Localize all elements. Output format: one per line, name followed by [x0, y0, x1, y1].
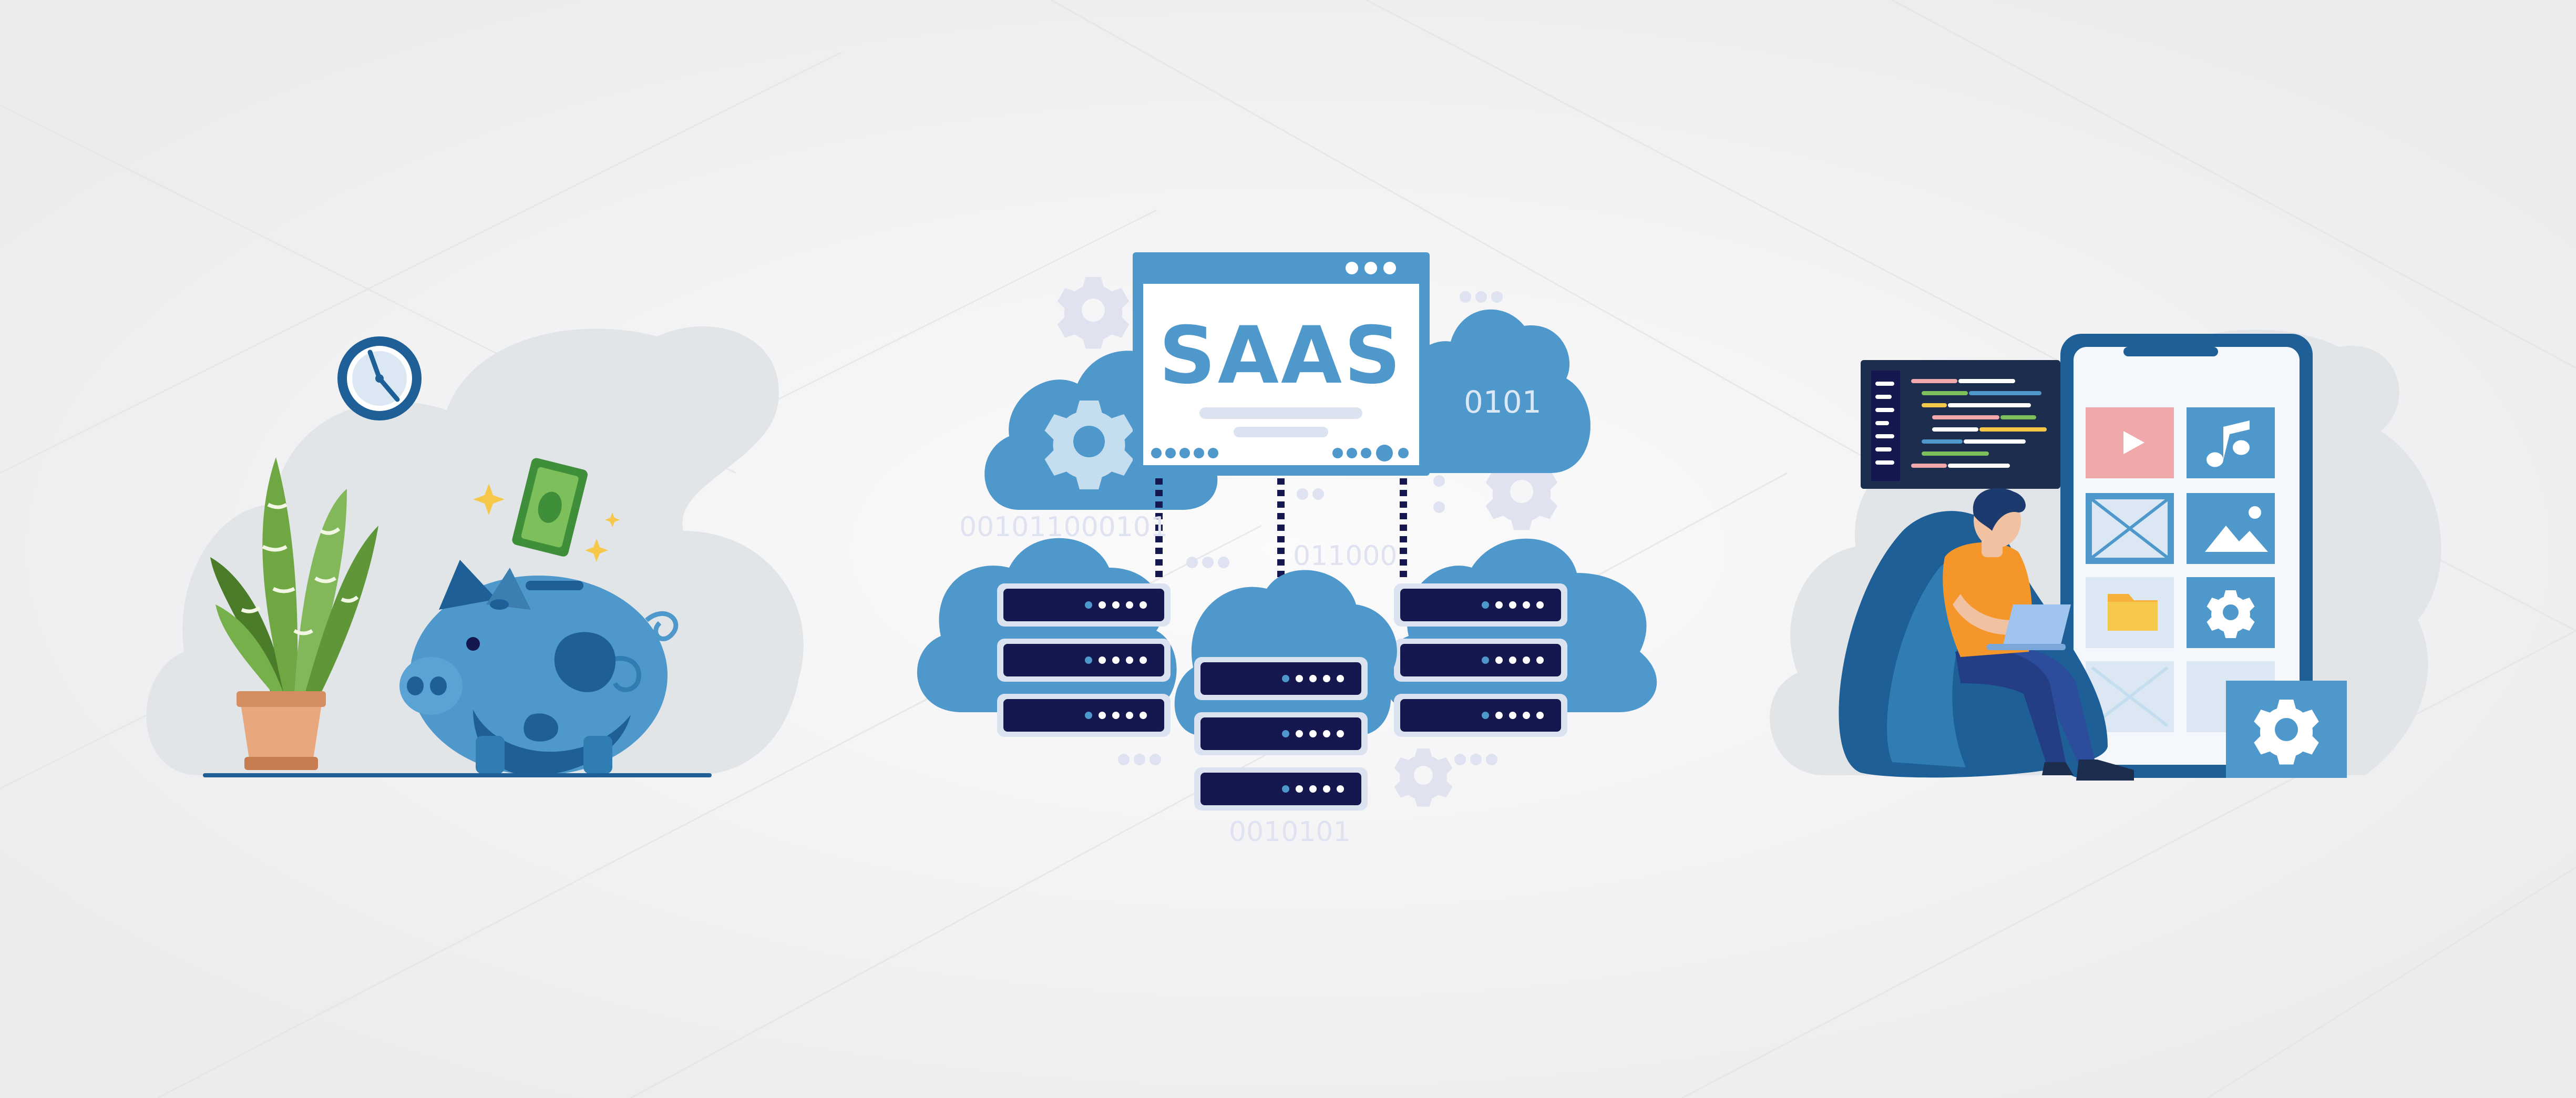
image-placeholder-icon: [2086, 661, 2174, 732]
binary-label-cloud-right: 0101: [1464, 384, 1542, 420]
money-icon: [512, 458, 588, 557]
gear-icon: [1057, 277, 1130, 349]
person-icon: [1943, 488, 2134, 781]
network-connectors: [1155, 478, 1407, 578]
binary-label-middle-row: 011000: [1293, 540, 1398, 572]
server-icon: [1194, 767, 1368, 810]
binary-label-left-row: 001011000101: [959, 511, 1168, 543]
server-cloud-left: [917, 538, 1177, 737]
saas-scene: 0101 SAAS 001011000101 011000: [917, 252, 1657, 848]
browser-window-icon: SAAS: [1133, 252, 1430, 476]
server-icon: [997, 583, 1171, 627]
piggy-bank-icon: [399, 560, 679, 776]
server-icon: [1194, 657, 1368, 700]
code-editor-icon: [1861, 360, 2060, 489]
sparkle-icon: [473, 484, 620, 562]
server-cloud-right: [1382, 538, 1657, 737]
server-cloud-middle: [1174, 570, 1397, 810]
play-icon: [2086, 407, 2174, 478]
server-icon: [1394, 583, 1567, 627]
plant-pot: [239, 694, 323, 762]
server-icon: [1394, 694, 1567, 737]
mountain-image-icon: [2187, 493, 2275, 564]
gear-icon: [1485, 458, 1558, 530]
server-icon: [997, 639, 1171, 682]
binary-label-bottom-row: 0010101: [1229, 816, 1351, 848]
laptop-icon: [1987, 604, 2071, 650]
image-placeholder-icon: [2086, 493, 2174, 564]
server-icon: [1394, 639, 1567, 682]
saas-title: SAAS: [1159, 310, 1403, 402]
gear-icon: [2226, 681, 2347, 778]
piggy-bank-scene: [146, 326, 804, 777]
music-icon: [2187, 407, 2275, 478]
gear-icon: [2187, 577, 2275, 648]
mobile-apps-scene: [1770, 330, 2441, 781]
gear-icon: [1394, 748, 1453, 807]
server-icon: [1194, 712, 1368, 755]
plant-icon: [210, 457, 378, 770]
folder-icon: [2086, 577, 2174, 648]
clock-icon: [337, 336, 422, 420]
phone-icon: [2060, 334, 2313, 778]
server-icon: [997, 694, 1171, 737]
decorative-dots: [1118, 291, 1503, 765]
